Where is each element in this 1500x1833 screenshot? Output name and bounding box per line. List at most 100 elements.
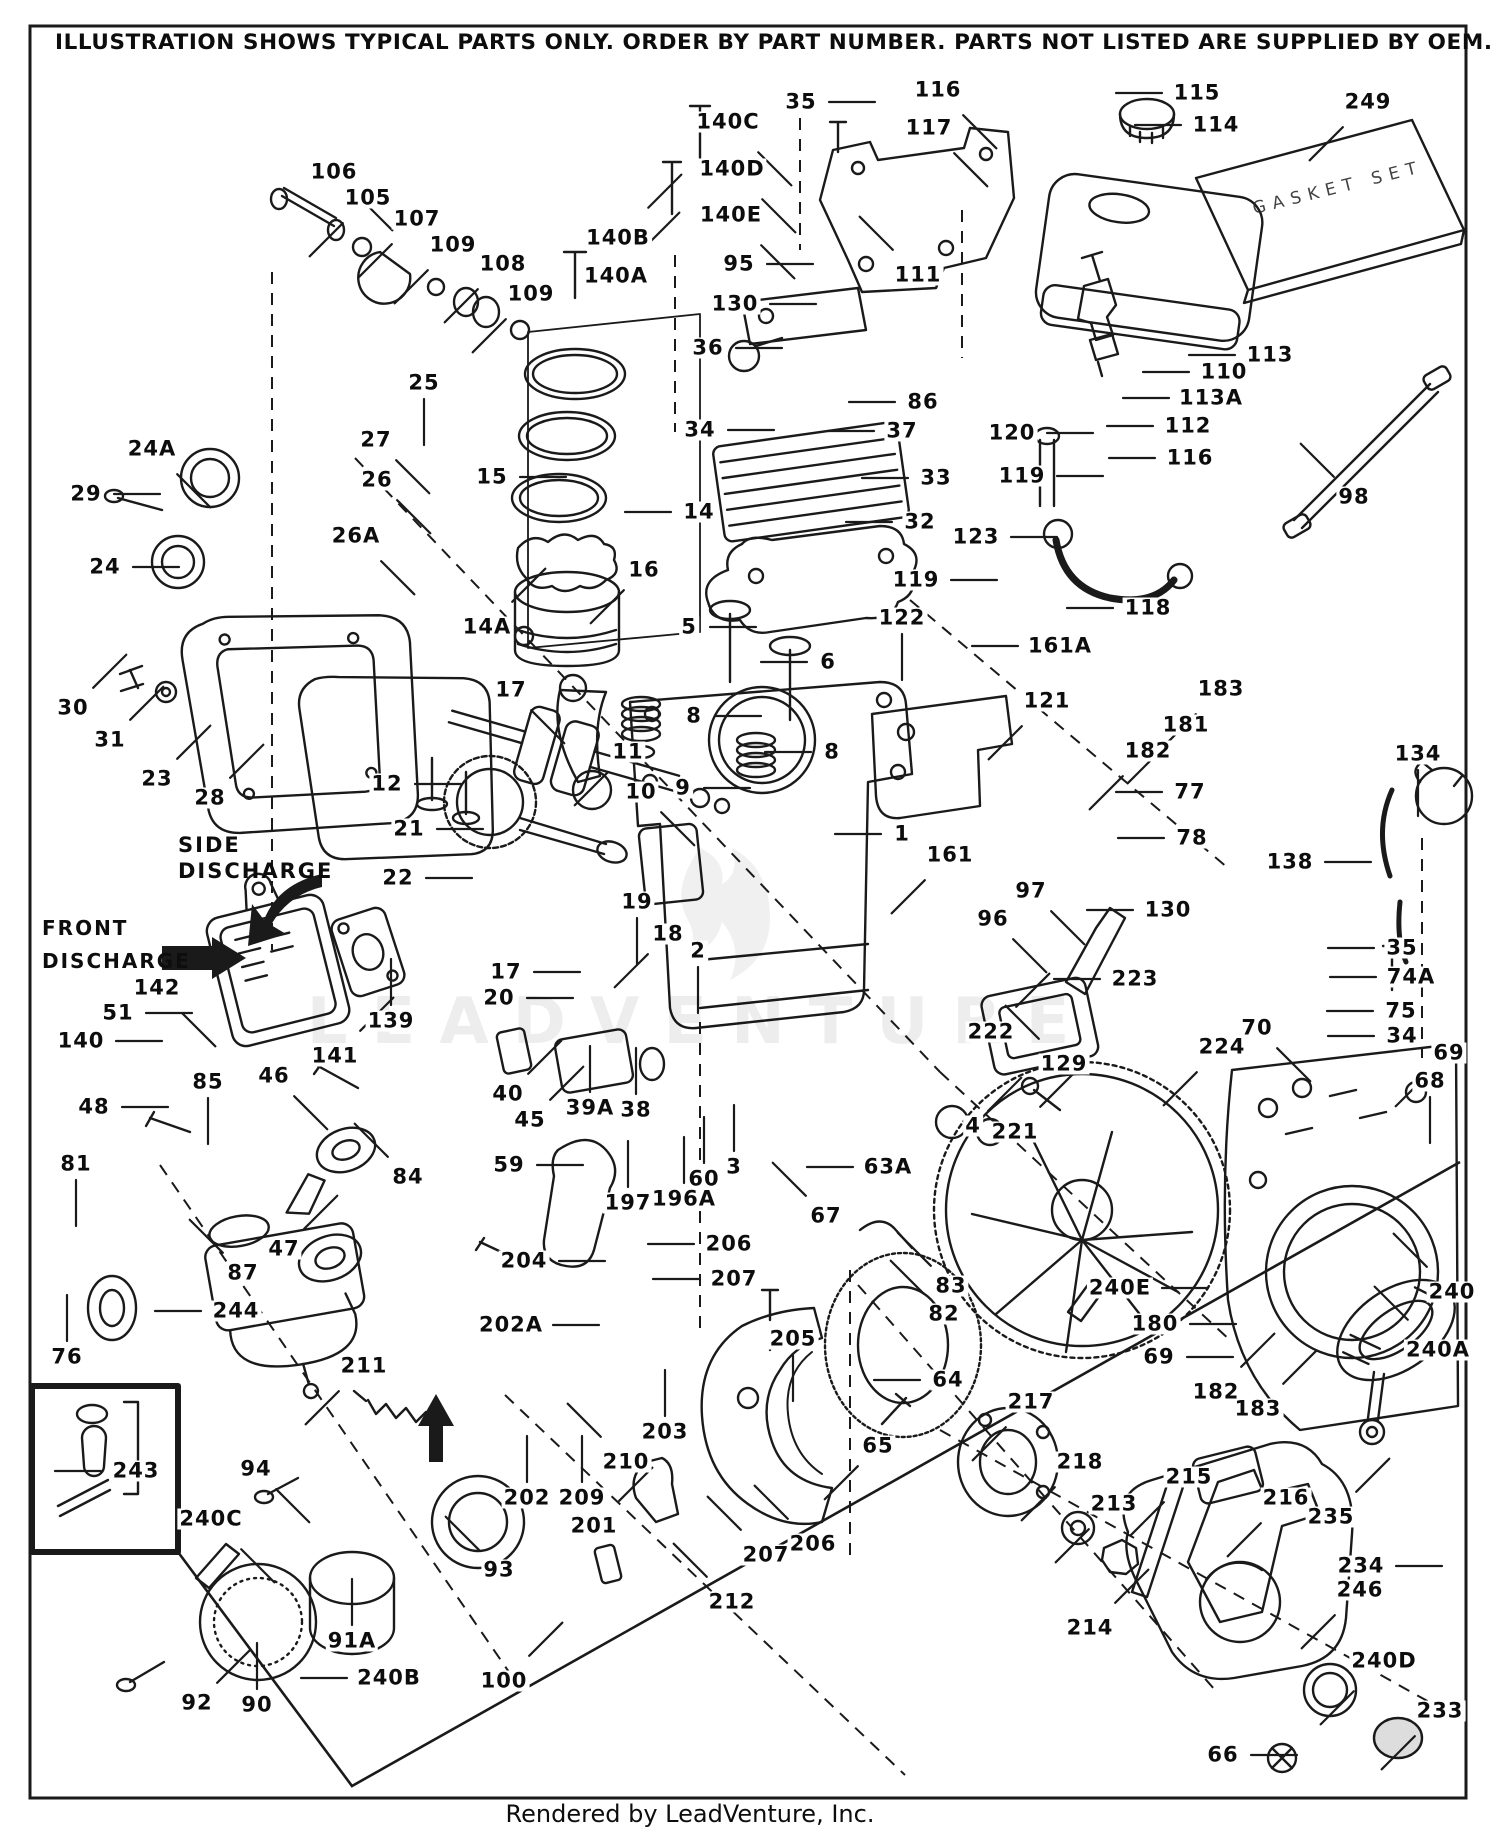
- leader-line-83: [896, 1231, 932, 1267]
- part-label-21: 21: [391, 816, 427, 841]
- front-discharge-arrow: [162, 937, 246, 979]
- part-label-77: 77: [1172, 779, 1208, 804]
- part-label-27: 27: [358, 427, 394, 452]
- leader-line-140B: [647, 173, 683, 209]
- leader-line-249: [1308, 126, 1344, 162]
- part-label-140B: 140B: [584, 225, 652, 250]
- leader-line-84: [353, 1122, 389, 1158]
- leader-line-10: [660, 811, 696, 847]
- part-label-113A: 113A: [1176, 385, 1246, 410]
- part-label-217: 217: [1005, 1389, 1057, 1414]
- part-label-65: 65: [860, 1433, 896, 1458]
- crankcase-gasket: [297, 675, 495, 861]
- part-label-34: 34: [1384, 1023, 1420, 1048]
- part-label-85: 85: [190, 1069, 226, 1094]
- leader-line-46: [293, 1095, 329, 1131]
- part-label-48: 48: [76, 1094, 112, 1119]
- part-label-201: 201: [568, 1513, 620, 1538]
- part-label-29: 29: [68, 481, 104, 506]
- part-label-17: 17: [488, 959, 524, 984]
- leader-line-207: [706, 1495, 742, 1531]
- part-label-182: 182: [1190, 1379, 1242, 1404]
- part-label-206: 206: [787, 1531, 839, 1556]
- part-label-10: 10: [623, 779, 659, 804]
- part-label-105: 105: [342, 185, 394, 210]
- leader-line-109: [471, 318, 507, 354]
- leader-line-105: [308, 222, 344, 258]
- part-label-240B: 240B: [355, 1665, 423, 1690]
- part-label-18: 18: [650, 921, 686, 946]
- part-label-33: 33: [918, 465, 954, 490]
- leader-line-129: [1004, 1004, 1040, 1040]
- leader-line-221: [1039, 1072, 1075, 1108]
- leader-line-240: [1392, 1232, 1428, 1268]
- leader-line-233: [1380, 1735, 1416, 1771]
- leader-line-224: [1162, 1071, 1198, 1107]
- part-label-235: 235: [1305, 1504, 1357, 1529]
- part-label-182: 182: [1122, 738, 1174, 763]
- valve-spring: [620, 695, 662, 743]
- leader-line-27: [395, 459, 431, 495]
- part-label-207: 207: [708, 1266, 760, 1291]
- leader-line-26: [396, 499, 432, 535]
- part-label-2: 2: [688, 938, 708, 963]
- leader-line-26A: [380, 560, 416, 596]
- leader-line-16: [589, 589, 625, 625]
- leader-line-23: [176, 724, 212, 760]
- part-label-46: 46: [256, 1063, 292, 1088]
- part-label-96: 96: [975, 906, 1011, 931]
- leader-line-70: [1276, 1047, 1312, 1083]
- part-label-224: 224: [1196, 1034, 1248, 1059]
- part-label-92: 92: [179, 1690, 215, 1715]
- part-label-32: 32: [902, 509, 938, 534]
- blower-housing: [1223, 1042, 1460, 1432]
- part-label-183: 183: [1232, 1396, 1284, 1421]
- leader-line-212: [672, 1542, 708, 1578]
- part-label-87: 87: [225, 1260, 261, 1285]
- leader-line-24A: [176, 473, 212, 509]
- leader-line-218: [1020, 1486, 1056, 1522]
- part-label-121: 121: [1021, 688, 1073, 713]
- part-label-134: 134: [1392, 741, 1444, 766]
- part-label-111: 111: [892, 262, 944, 287]
- watermark-text: LEADVENTURE: [306, 985, 1094, 1059]
- part-label-47: 47: [266, 1236, 302, 1261]
- side-discharge-arrow: [248, 874, 322, 946]
- part-label-84: 84: [390, 1164, 426, 1189]
- leader-line-214: [1114, 1568, 1150, 1604]
- valve-spring: [735, 731, 777, 779]
- part-label-25: 25: [406, 370, 442, 395]
- bracket-121: [870, 694, 1014, 820]
- oil-filter: [1414, 760, 1474, 826]
- part-label-138: 138: [1264, 849, 1316, 874]
- part-label-240E: 240E: [1086, 1275, 1154, 1300]
- part-label-243: 243: [110, 1458, 162, 1483]
- part-label-6: 6: [818, 649, 838, 674]
- part-label-40: 40: [490, 1081, 526, 1106]
- leader-line-92: [216, 1648, 252, 1684]
- part-label-244: 244: [210, 1298, 262, 1323]
- leader-line-161: [890, 879, 926, 915]
- part-label-94: 94: [238, 1456, 274, 1481]
- leader-line-210: [566, 1402, 602, 1438]
- leader-line-65: [823, 1465, 859, 1501]
- part-label-109: 109: [505, 281, 557, 306]
- part-label-9: 9: [673, 775, 693, 800]
- leader-line-140E: [760, 244, 796, 280]
- leader-line-100: [528, 1621, 564, 1657]
- part-label-11: 11: [610, 739, 646, 764]
- part-label-161: 161: [924, 842, 976, 867]
- cylinder-head: [712, 421, 910, 543]
- leader-line-28: [229, 743, 265, 779]
- part-label-3: 3: [724, 1154, 744, 1179]
- part-label-86: 86: [905, 389, 941, 414]
- crankcase-cover: [180, 614, 420, 835]
- part-label-98: 98: [1336, 484, 1372, 509]
- leader-line-4: [987, 1076, 1023, 1112]
- part-label-26: 26: [359, 467, 395, 492]
- part-label-240D: 240D: [1349, 1648, 1419, 1673]
- leader-line-183: [1282, 1349, 1318, 1385]
- part-label-97: 97: [1013, 878, 1049, 903]
- part-label-116: 116: [912, 77, 964, 102]
- leader-line-109: [393, 269, 429, 305]
